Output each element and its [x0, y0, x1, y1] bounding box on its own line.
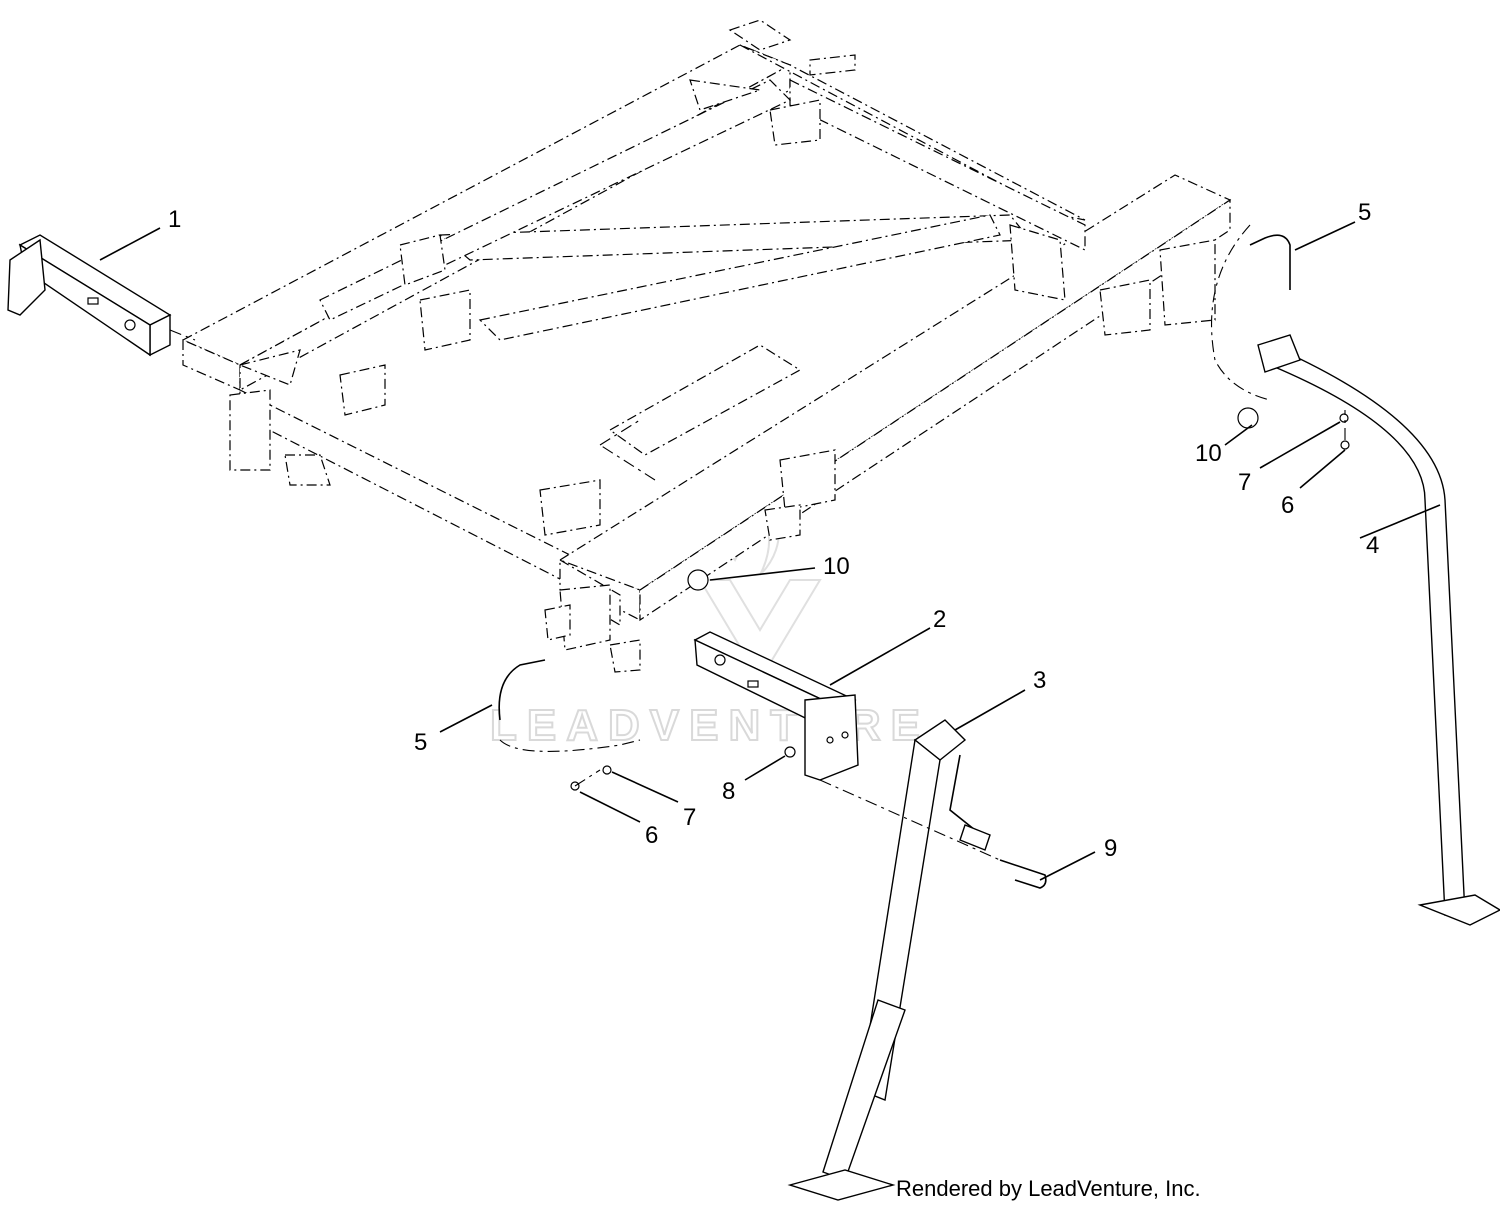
callout-1: 1 — [168, 206, 181, 233]
leader-6-right — [1299, 449, 1346, 489]
washer-right — [1339, 413, 1349, 423]
callout-2: 2 — [933, 606, 946, 633]
mower-frame — [181, 19, 1232, 673]
callout-9: 9 — [1104, 835, 1117, 862]
callout-10-right: 10 — [1195, 440, 1222, 467]
callout-3: 3 — [1033, 667, 1046, 694]
callout-5-right: 5 — [1358, 199, 1371, 226]
callout-8: 8 — [722, 778, 735, 805]
leader-6-left — [579, 791, 641, 823]
part-3-jack-stand — [787, 719, 1001, 1201]
render-credit: Rendered by LeadVenture, Inc. — [896, 1176, 1201, 1201]
leader-1 — [99, 227, 161, 261]
bolt-right — [1340, 440, 1350, 450]
lynch-pin-left — [687, 569, 709, 591]
leader-2 — [829, 627, 931, 686]
part-2-jack-mount — [693, 631, 859, 781]
watermark-text: LEADVENTURE — [490, 701, 930, 750]
leader-5-right — [1294, 221, 1356, 251]
leader-3 — [954, 689, 1026, 731]
callout-6-right: 6 — [1281, 492, 1294, 519]
washer-left — [602, 765, 612, 775]
hair-pin — [999, 859, 1047, 889]
part-1-hitch-bar — [7, 234, 196, 357]
leader-lines — [99, 221, 1441, 881]
leader-4 — [1359, 504, 1441, 539]
leader-8 — [744, 755, 786, 781]
leader-7-left — [611, 771, 679, 803]
callout-10-left: 10 — [823, 553, 850, 580]
callout-5-left: 5 — [414, 729, 427, 756]
part-4-stand-post — [1257, 334, 1500, 926]
nut — [784, 746, 796, 758]
part-5-hitch-pin-left — [498, 659, 641, 752]
leader-9 — [1039, 851, 1096, 881]
leader-10-left — [709, 567, 816, 581]
callout-7-left: 7 — [683, 804, 696, 831]
leader-10-right — [1224, 424, 1253, 446]
callout-labels: 1 2 3 4 5 5 6 6 7 7 8 9 10 10 — [168, 199, 1379, 862]
lynch-pin-right — [1237, 407, 1259, 429]
part-5-hitch-pin-right — [1210, 224, 1291, 401]
callout-7-right: 7 — [1238, 469, 1251, 496]
leader-7-right — [1259, 421, 1341, 469]
callout-6-left: 6 — [645, 822, 658, 849]
callout-4: 4 — [1366, 532, 1379, 559]
hardware — [570, 407, 1350, 889]
leader-5-left — [439, 704, 493, 733]
